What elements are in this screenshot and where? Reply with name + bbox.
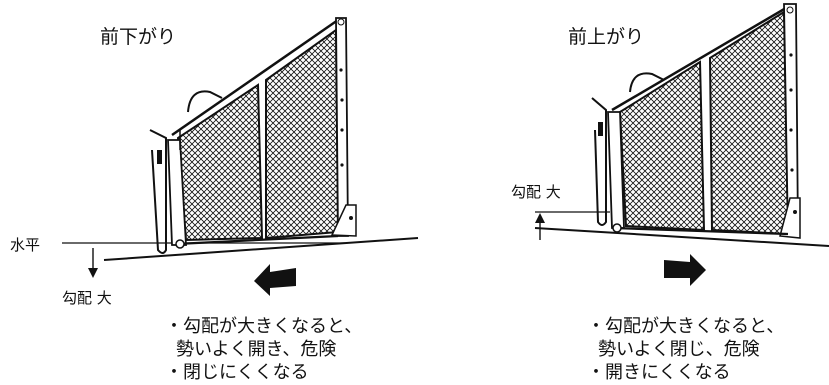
right-note-3: ・開きにくくなる (587, 362, 731, 383)
left-note-3: ・閉じにくくなる (165, 362, 309, 383)
right-note-2: 勢いよく閉じ、危険 (598, 339, 760, 360)
right-gate-illustration (534, 3, 829, 247)
right-ground-line (534, 227, 829, 247)
left-gate-illustration (62, 17, 419, 278)
left-note-2: 勢いよく開き、危険 (176, 339, 337, 360)
left-mesh-panel-front (176, 83, 264, 242)
right-slope-label: 勾配 大 (511, 183, 561, 201)
right-note-1: ・勾配が大きくなると、 (587, 316, 785, 337)
left-note-1: ・勾配が大きくなると、 (165, 316, 363, 337)
right-title: 前上がり (568, 26, 645, 48)
left-front-lever (149, 129, 167, 254)
left-rear-post (335, 17, 349, 237)
left-title: 前下がり (100, 26, 177, 48)
arrow-right-icon (664, 254, 706, 286)
left-front-frame (167, 139, 187, 246)
slope-down-arrowhead (88, 268, 98, 278)
horizontal-label: 水平 (10, 236, 41, 254)
arrow-left-icon (254, 264, 296, 296)
slope-up-arrowhead (535, 213, 545, 223)
left-slope-label: 勾配 大 (62, 289, 112, 307)
right-mesh-panel-front (618, 60, 706, 232)
right-front-lever (591, 97, 607, 226)
left-ground-line (103, 237, 419, 261)
